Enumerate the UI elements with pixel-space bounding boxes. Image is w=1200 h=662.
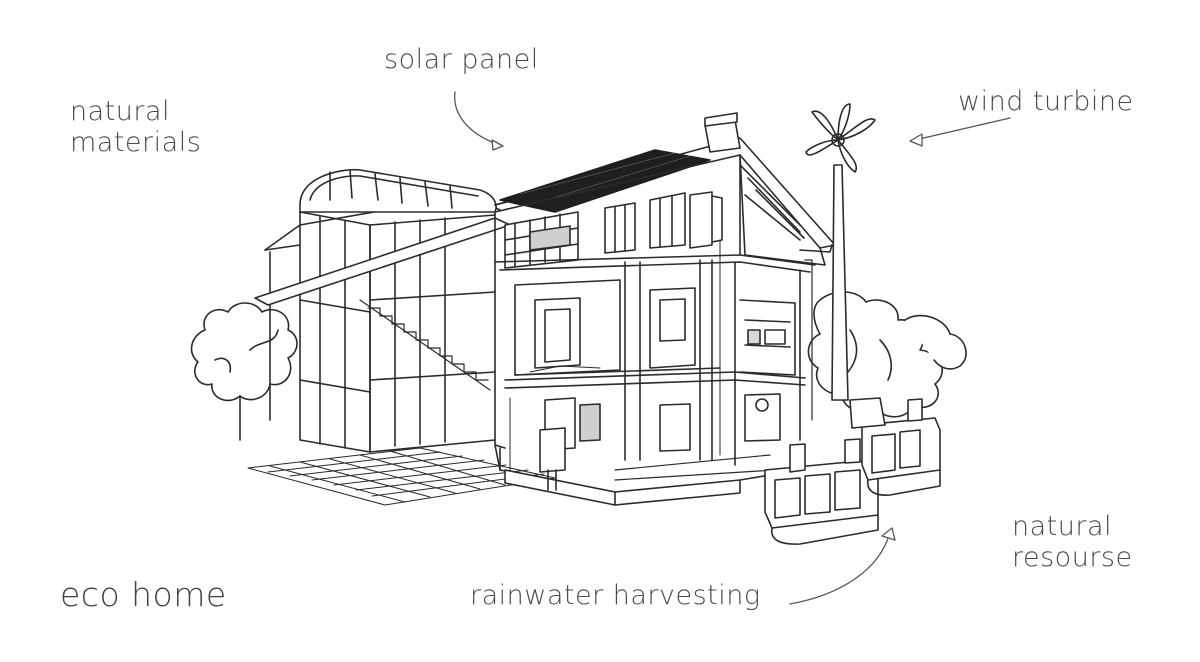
natural-materials-line1: natural <box>70 96 171 127</box>
arrow-rainwater <box>789 531 891 605</box>
staircase <box>359 299 491 391</box>
main-house <box>494 112 836 506</box>
rainwater-harvesting-label: rainwater harvesting <box>470 580 761 611</box>
glass-sunroom <box>299 168 497 453</box>
solar-panel-label: solar panel <box>384 44 539 75</box>
natural-resource-line1: natural <box>1012 511 1113 542</box>
natural-materials-label: natural materials <box>70 96 201 158</box>
natural-resource-line2: resourse <box>1012 542 1133 574</box>
arrow-wind <box>914 117 1011 141</box>
ground-tiles <box>247 447 556 506</box>
natural-resource-label: natural resourse <box>1012 511 1133 573</box>
rainwater-tanks <box>764 397 941 545</box>
arrow-solar <box>454 91 501 146</box>
arrows <box>454 91 1011 605</box>
wind-turbine-label: wind turbine <box>958 86 1134 117</box>
trees-left <box>190 302 298 441</box>
natural-materials-line2: materials <box>70 127 202 159</box>
wind-turbine <box>805 103 876 401</box>
solar-panel <box>499 149 711 213</box>
eco-home-title: eco home <box>60 575 227 614</box>
